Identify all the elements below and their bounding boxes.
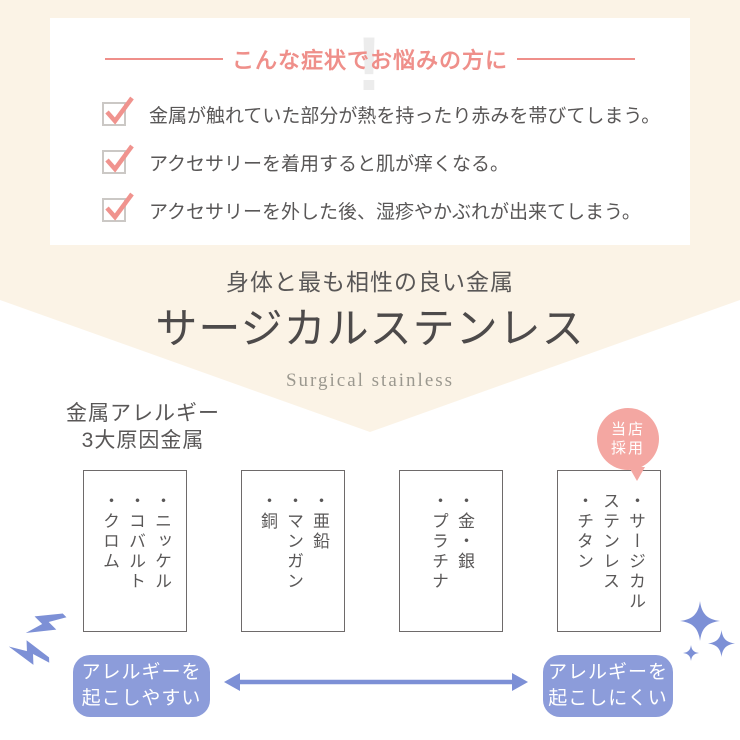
metal-box-zinc-manganese-copper: ・亜鉛 ・マンガン ・銅 (241, 470, 345, 632)
hero-section: 身体と最も相性の良い金属 サージカルステンレス Surgical stainle… (0, 268, 740, 392)
metal-box-nickel-cobalt-chrome: ・ニッケル ・コバルト ・クロム (83, 470, 187, 632)
checkbox-icon (102, 144, 134, 174)
hero-subtitle-english: Surgical stainless (285, 370, 455, 391)
shop-adoption-badge: 当店 採用 (597, 408, 659, 481)
metal-box-surgical-stainless-titanium: ・サージカルステンレス ・チタン (557, 470, 661, 632)
metal-item: ・クロム (100, 492, 119, 572)
scale-right-line1: アレルギーを (547, 662, 668, 683)
metal-box-gold-silver-platinum: ・金・銀 ・プラチナ (399, 470, 503, 632)
metal-item: ・プラチナ (429, 492, 448, 592)
metal-item: ・ニッケル (152, 492, 171, 592)
list-item: アクセサリーを着用すると肌が痒くなる。 (102, 144, 690, 175)
cause-metals-label: 金属アレルギー 3大原因金属 (63, 400, 223, 454)
cause-metals-label-line1: 金属アレルギー (66, 402, 220, 425)
symptoms-card: ! こんな症状でお悩みの方に 金属が触れていた部分が熱を持ったり赤みを帯びてしま… (50, 18, 690, 245)
checkbox-icon (102, 96, 134, 126)
metal-boxes-row: ・ニッケル ・コバルト ・クロム ・亜鉛 ・マンガン ・銅 ・金・銀 ・プラチナ… (83, 470, 661, 632)
cause-metals-label-line2: 3大原因金属 (81, 429, 205, 452)
metal-box-text: ・サージカルステンレス ・チタン (570, 492, 648, 624)
list-item: 金属が触れていた部分が熱を持ったり赤みを帯びてしまう。 (102, 96, 690, 127)
symptom-text: 金属が触れていた部分が熱を持ったり赤みを帯びてしまう。 (149, 105, 661, 127)
symptoms-checklist: 金属が触れていた部分が熱を持ったり赤みを帯びてしまう。 アクセサリーを着用すると… (50, 96, 690, 223)
scale-left-line1: アレルギーを (81, 662, 202, 683)
metal-item: ・マンガン (284, 492, 303, 592)
badge-line2: 採用 (610, 440, 645, 457)
scale-label-hard-allergy: アレルギーを 起こしにくい (543, 655, 673, 717)
page-title: サージカルステンレス (155, 305, 585, 352)
list-item: アクセサリーを外した後、湿疹やかぶれが出来てしまう。 (102, 192, 690, 223)
symptoms-card-header: ! こんな症状でお悩みの方に (50, 27, 690, 103)
checkbox-icon (102, 192, 134, 222)
scale-right-line2: 起こしにくい (548, 688, 668, 709)
badge-line1: 当店 (610, 421, 645, 438)
title-wrap: ! こんな症状でお悩みの方に (231, 27, 508, 103)
symptom-text: アクセサリーを外した後、湿疹やかぶれが出来てしまう。 (149, 201, 641, 223)
metal-box-text: ・亜鉛 ・マンガン ・銅 (254, 492, 332, 624)
metal-item: ・亜鉛 (310, 492, 329, 552)
symptom-text: アクセサリーを着用すると肌が痒くなる。 (149, 153, 510, 175)
sparkle-icon (680, 601, 735, 661)
metal-box-text: ・金・銀 ・プラチナ (425, 492, 477, 624)
scale-left-line2: 起こしやすい (81, 688, 202, 709)
metal-item: ・コバルト (126, 492, 145, 592)
title-divider-left (104, 58, 223, 60)
exclamation-mark: ! (356, 22, 382, 107)
lightning-icon (25, 613, 67, 634)
hero-subtitle: 身体と最も相性の良い金属 (226, 269, 514, 295)
lightning-icon (8, 640, 50, 665)
title-divider-right (517, 58, 635, 60)
scale-label-easy-allergy: アレルギーを 起こしやすい (73, 655, 210, 717)
metal-item: ・サージカルステンレス (600, 492, 645, 612)
metal-box-text: ・ニッケル ・コバルト ・クロム (96, 492, 174, 624)
metal-item: ・銅 (258, 492, 277, 532)
double-arrow-icon (224, 673, 528, 691)
metal-item: ・金・銀 (455, 492, 474, 572)
symptoms-title: こんな症状でお悩みの方に (231, 48, 508, 73)
metal-item: ・チタン (574, 492, 593, 572)
